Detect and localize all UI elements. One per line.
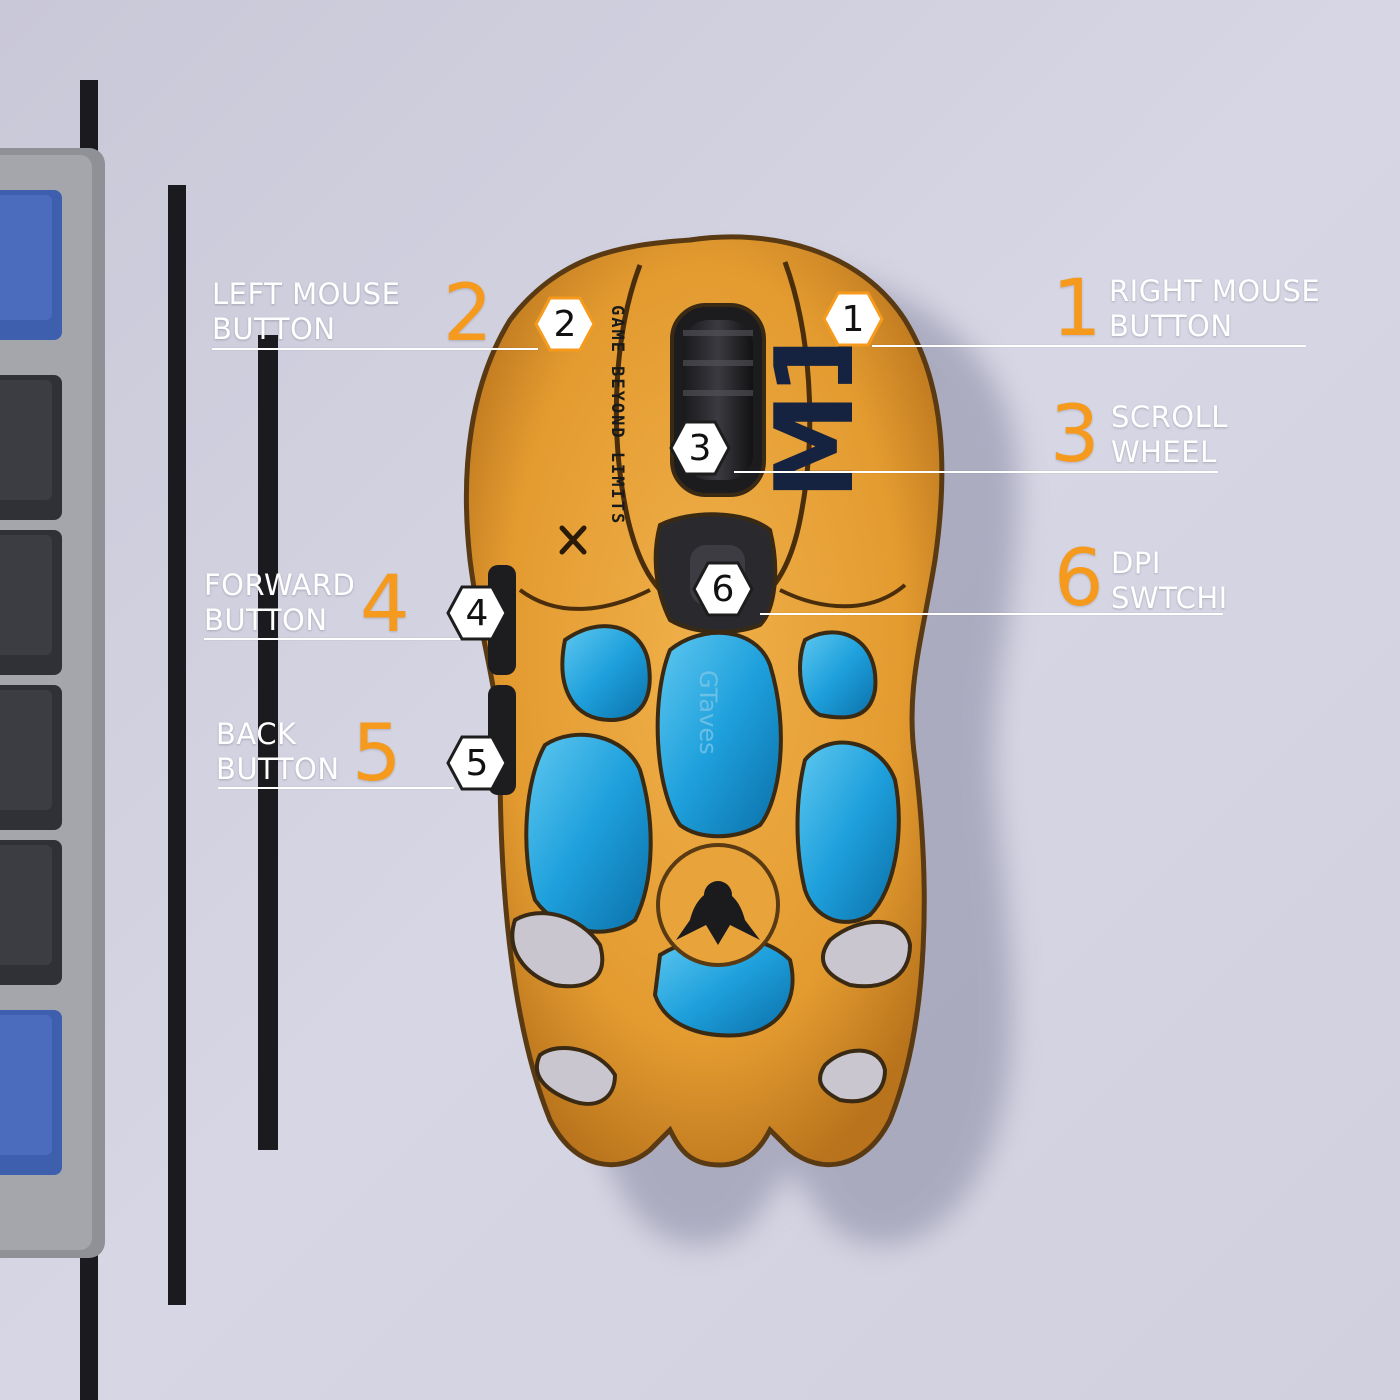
model-mark: M1 [753, 325, 878, 500]
callout-number-1: 1 [1052, 264, 1102, 354]
callout-number-2: 2 [443, 269, 493, 359]
callout-marker-4: 4 [446, 585, 508, 641]
marker-number: 5 [465, 742, 489, 784]
callout-label-line1: DPI [1111, 546, 1161, 580]
callout-label-back-button: BACK BUTTON [216, 717, 340, 787]
callout-label-line2: BUTTON [204, 603, 328, 637]
callout-number-6: 6 [1054, 534, 1104, 624]
callout-label-line2: BUTTON [1109, 309, 1233, 343]
callout-marker-1: 1 [822, 291, 884, 347]
callout-number-3: 3 [1050, 390, 1100, 480]
keyboard [0, 148, 105, 1258]
callout-leader-line [760, 613, 1223, 615]
marker-number: 2 [553, 303, 577, 345]
callout-label-line2: SWTCHI [1111, 581, 1228, 615]
callout-label-line1: RIGHT MOUSE [1109, 274, 1321, 308]
brand-etch: GTaves [694, 670, 722, 755]
callout-label-line1: BACK [216, 717, 297, 751]
callout-marker-3: 3 [669, 420, 731, 476]
callout-leader-line [872, 345, 1306, 347]
callout-label-line1: LEFT MOUSE [212, 277, 401, 311]
callout-label-left-mouse-button: LEFT MOUSE BUTTON [212, 277, 400, 347]
callout-label-right-mouse-button: RIGHT MOUSE BUTTON [1109, 274, 1320, 344]
callout-leader-line [212, 348, 538, 350]
callout-leader-line [734, 471, 1218, 473]
callout-leader-line [218, 787, 454, 789]
callout-label-dpi-switch: DPI SWTCHI [1111, 546, 1228, 616]
callout-marker-6: 6 [692, 561, 754, 617]
callout-label-line1: SCROLL [1111, 400, 1228, 434]
callout-label-line2: BUTTON [216, 752, 340, 786]
callout-label-line1: FORWARD [204, 568, 356, 602]
callout-label-scroll-wheel: SCROLL WHEEL [1111, 400, 1228, 470]
callout-label-line2: WHEEL [1111, 435, 1217, 469]
marker-number: 1 [841, 298, 865, 340]
callout-label-forward-button: FORWARD BUTTON [204, 568, 355, 638]
callout-number-4: 4 [360, 560, 410, 650]
callout-leader-line [204, 638, 466, 640]
callout-marker-5: 5 [446, 735, 508, 791]
marker-number: 6 [711, 568, 735, 610]
callout-label-line2: BUTTON [212, 312, 336, 346]
callout-marker-2: 2 [534, 296, 596, 352]
callout-number-5: 5 [352, 709, 402, 799]
marker-number: 3 [688, 427, 712, 469]
marker-number: 4 [465, 592, 489, 634]
tagline-text: GAME BEYOND LIMITS [607, 305, 627, 525]
